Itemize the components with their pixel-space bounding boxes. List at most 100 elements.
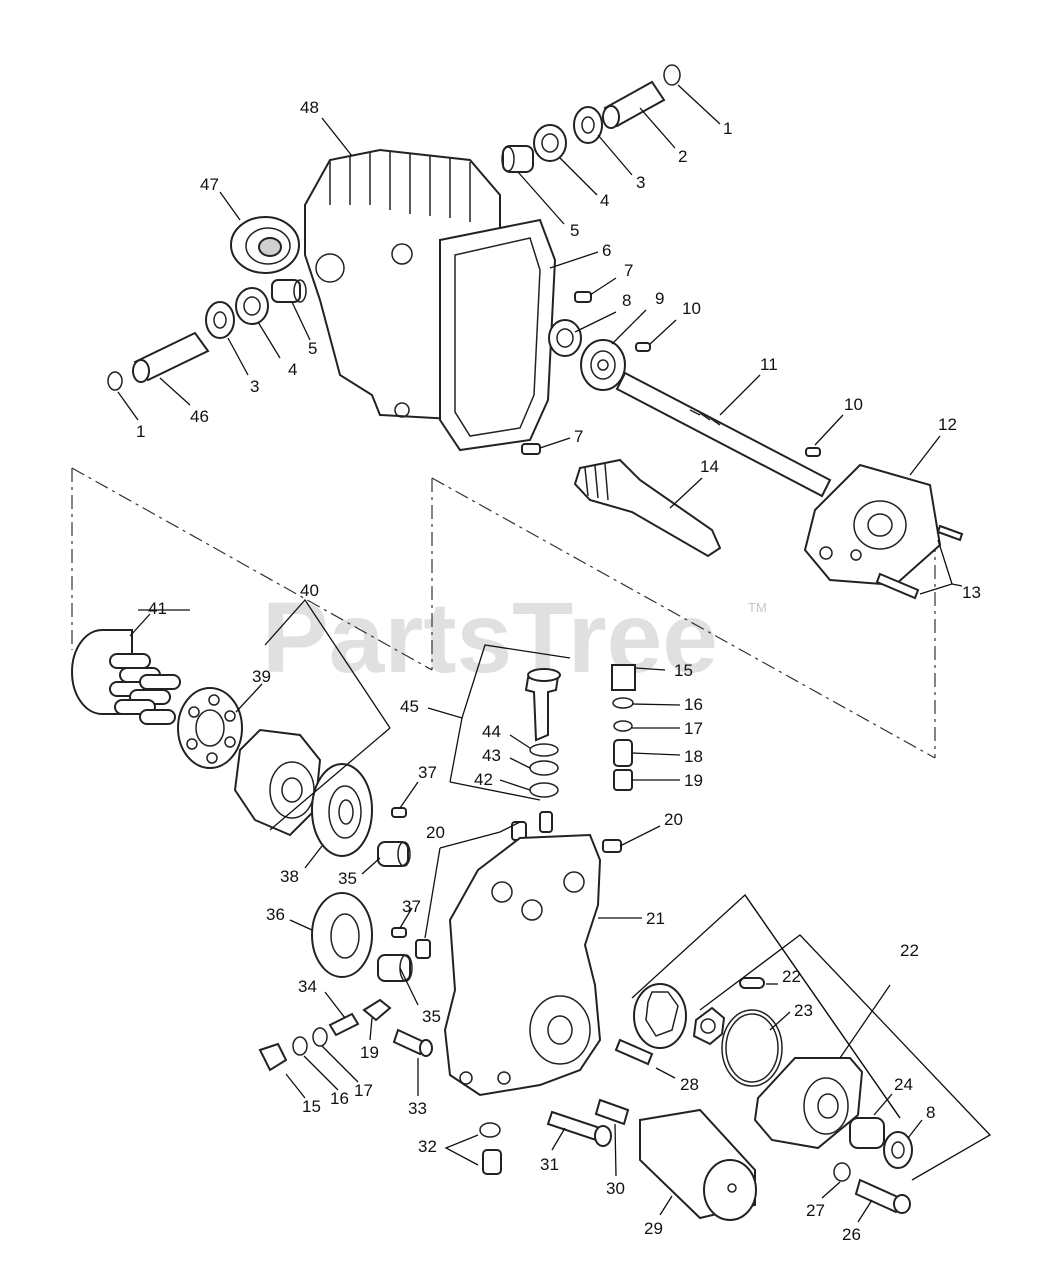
needle-bearing-35-upper — [377, 841, 411, 867]
callout-36: 36 — [266, 905, 285, 924]
needle-bearing-35-lower — [377, 954, 413, 982]
valve-plate-38 — [311, 763, 373, 857]
callout-3: 3 — [250, 377, 259, 396]
callout-29: 29 — [644, 1219, 663, 1238]
input-shaft-11 — [615, 371, 832, 498]
washer-27 — [833, 1162, 851, 1182]
callout-6: 6 — [602, 241, 611, 260]
callout-20: 20 — [664, 810, 683, 829]
washer-3-left — [205, 301, 235, 339]
dowel-pin-7-upper — [574, 291, 592, 303]
callout-9: 9 — [655, 289, 664, 308]
callout-1: 1 — [136, 422, 145, 441]
callout-12: 12 — [938, 415, 957, 434]
key-10-lower — [805, 447, 821, 457]
callout-39: 39 — [252, 667, 271, 686]
check-valve-19-lower — [362, 998, 392, 1022]
needle-bearing-5-left — [271, 279, 307, 303]
spring-20-upper — [511, 811, 553, 841]
callout-10: 10 — [844, 395, 863, 414]
spring-20-lower — [415, 939, 431, 959]
callout-32: 32 — [418, 1137, 437, 1156]
callout-15: 15 — [674, 661, 693, 680]
callout-10: 10 — [682, 299, 701, 318]
plug-32 — [479, 1122, 502, 1175]
valve-plate-36 — [311, 892, 373, 978]
bearing-4-right — [533, 124, 567, 162]
relief-valve-45 — [524, 668, 561, 798]
pump-cover-22 — [633, 983, 687, 1049]
callout-labels: 1 2 3 4 5 6 7 8 9 10 11 10 12 7 14 13 48… — [136, 98, 981, 1244]
callout-16: 16 — [684, 695, 703, 714]
spring-20-right — [602, 839, 622, 853]
needle-bearing-24 — [849, 1117, 885, 1149]
retaining-ring-1-left — [107, 371, 123, 391]
callout-31: 31 — [540, 1155, 559, 1174]
pin-37-upper — [391, 807, 407, 818]
gerotor-22 — [692, 1006, 726, 1046]
gasket-6 — [439, 218, 557, 452]
callout-4: 4 — [600, 191, 609, 210]
callout-5: 5 — [308, 339, 317, 358]
callout-11: 11 — [760, 355, 778, 374]
seal-8-lower — [883, 1131, 913, 1169]
callout-42: 42 — [474, 770, 493, 789]
callout-40: 40 — [300, 581, 319, 600]
o-ring-16-lower — [292, 1036, 308, 1056]
callout-33: 33 — [408, 1099, 427, 1118]
pin-37-lower — [391, 927, 407, 938]
filter-29 — [639, 1108, 757, 1221]
callout-7: 7 — [624, 261, 633, 280]
bearing-4-left — [235, 287, 269, 325]
callout-14: 14 — [700, 457, 719, 476]
callout-30: 30 — [606, 1179, 625, 1198]
pin-22 — [739, 977, 765, 989]
callout-1: 1 — [723, 119, 732, 138]
callout-46: 46 — [190, 407, 209, 426]
callout-27: 27 — [806, 1201, 825, 1220]
callout-17: 17 — [684, 719, 703, 738]
plug-assembly-15-19-upper — [611, 664, 636, 791]
bolt-33 — [392, 1028, 433, 1057]
washer-3-right — [573, 106, 603, 144]
needle-bearing-5-right — [501, 145, 534, 173]
pump-shaft-14 — [573, 458, 722, 558]
leader-lines — [117, 84, 992, 1223]
callout-37: 37 — [418, 763, 437, 782]
bolts-13 — [875, 524, 964, 600]
callout-3: 3 — [636, 173, 645, 192]
callout-19: 19 — [360, 1043, 379, 1062]
callout-7: 7 — [574, 427, 583, 446]
cylinder-block-41 — [71, 629, 181, 725]
ball-bearing-9 — [580, 339, 626, 391]
charge-pump-housing-22 — [753, 1057, 864, 1150]
callout-23: 23 — [794, 1001, 813, 1020]
callout-19: 19 — [684, 771, 703, 790]
callout-22: 22 — [782, 967, 801, 986]
callout-24: 24 — [894, 1075, 913, 1094]
callout-4: 4 — [288, 360, 297, 379]
callout-37: 37 — [402, 897, 421, 916]
callout-35: 35 — [422, 1007, 441, 1026]
callout-48: 48 — [300, 98, 319, 117]
seal-8-upper — [548, 319, 582, 357]
center-section-21 — [443, 833, 602, 1097]
callout-2: 2 — [678, 147, 687, 166]
partstree-watermark: PartsTree — [262, 582, 718, 694]
callout-13: 13 — [962, 583, 981, 602]
callout-44: 44 — [482, 722, 501, 741]
fitting-30 — [594, 1098, 630, 1126]
callout-5: 5 — [570, 221, 579, 240]
o-ring-23 — [721, 1009, 783, 1087]
fitting-28 — [614, 1038, 654, 1066]
callout-16: 16 — [330, 1089, 349, 1108]
callout-28: 28 — [680, 1075, 699, 1094]
callout-26: 26 — [842, 1225, 861, 1244]
trunnion-shaft-46 — [132, 331, 210, 383]
bolt-31 — [546, 1110, 612, 1147]
bolt-26 — [854, 1178, 911, 1214]
plug-15-lower — [258, 1042, 288, 1072]
o-ring-17-lower — [312, 1027, 328, 1047]
